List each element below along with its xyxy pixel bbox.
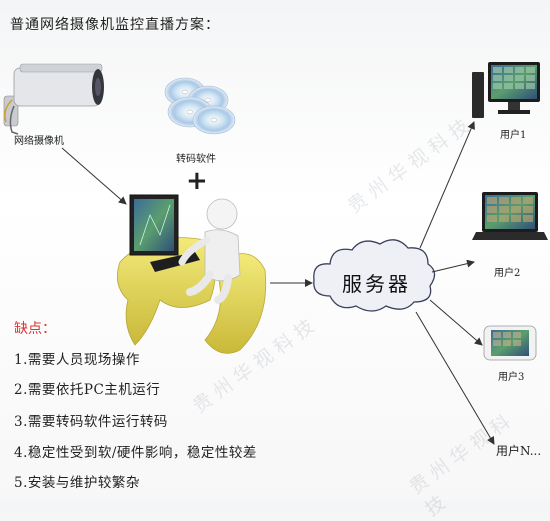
- disadvantage-item: 4.稳定性受到软/硬件影响，稳定性较差: [14, 445, 257, 461]
- arrow-server-to-usern: [415, 311, 495, 445]
- server-label: 服务器: [342, 272, 411, 296]
- disadvantages-title: 缺点：: [14, 321, 56, 337]
- usern-label: 用户N...: [496, 444, 542, 458]
- laptop-icon: [472, 192, 548, 240]
- disadvantage-item: 1.需要人员现场操作: [14, 352, 140, 368]
- diagram-canvas: [3, 62, 548, 445]
- arrow-camera-to-pc: [61, 147, 127, 205]
- disadvantage-item: 2.需要依托PC主机运行: [14, 382, 161, 398]
- arrow-server-to-user1: [419, 121, 475, 249]
- user3-label: 用户3: [498, 372, 525, 383]
- user2-label: 用户2: [494, 268, 521, 279]
- disadvantage-item: 5.安装与维护较繁杂: [14, 475, 140, 491]
- desktop-computer-icon: [472, 62, 540, 118]
- smartphone-icon: [483, 325, 537, 361]
- camera-icon: [3, 63, 104, 135]
- operator-workstation-icon: [116, 194, 267, 354]
- arrow-server-to-user3: [429, 299, 483, 346]
- camera-label: 网络摄像机: [14, 136, 64, 147]
- software-discs-icon: [164, 77, 236, 135]
- disadvantage-item: 3.需要转码软件运行转码: [14, 414, 168, 430]
- page-title: 普通网络摄像机监控直播方案：: [10, 17, 220, 33]
- plus-sign: +: [186, 166, 208, 196]
- arrow-server-to-user2: [431, 259, 475, 273]
- software-label: 转码软件: [176, 154, 216, 165]
- user1-label: 用户1: [500, 130, 527, 141]
- server-cloud-icon: [313, 239, 436, 312]
